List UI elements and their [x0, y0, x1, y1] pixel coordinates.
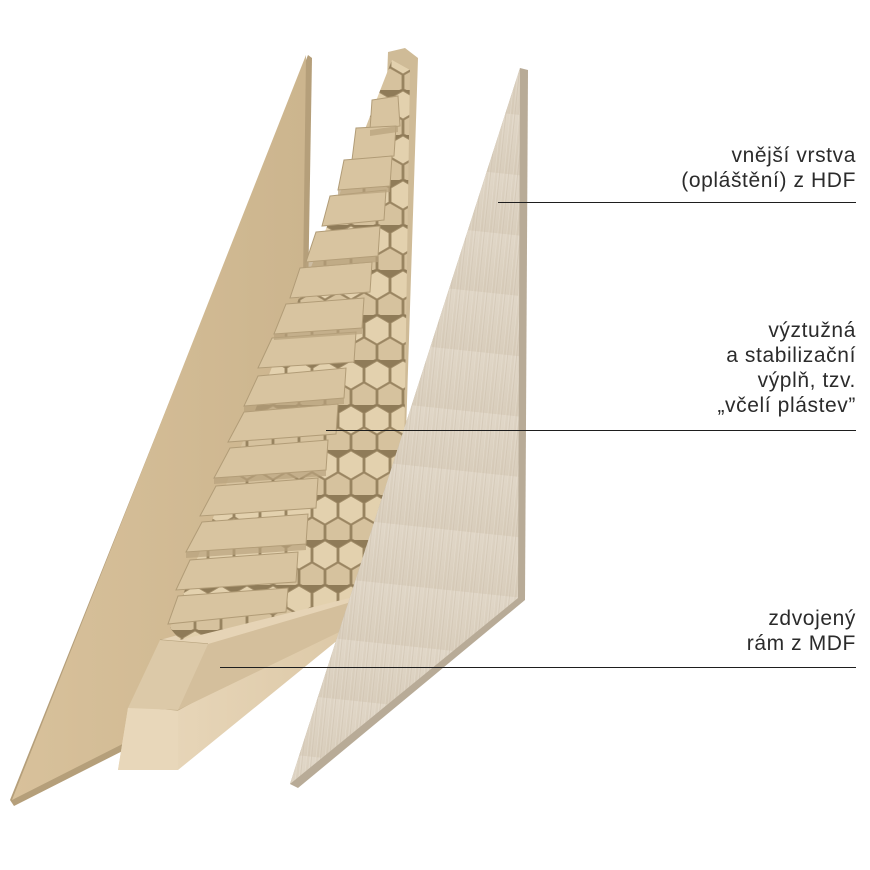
- label-double-frame-line-1: zdvojený: [768, 607, 856, 630]
- label-honeycomb-line-1: výztužná: [768, 319, 856, 342]
- leader-line-outer-layer: [498, 202, 856, 203]
- honeycomb-core: [167, 60, 410, 640]
- label-outer-layer-line-2: (opláštění) z HDF: [681, 169, 856, 192]
- label-honeycomb-line-4: „včelí plástev”: [717, 394, 856, 417]
- leader-line-honeycomb: [326, 430, 856, 431]
- honeycomb-cut-edge: [167, 95, 401, 625]
- label-outer-layer-line-1: vnější vrstva: [731, 144, 856, 167]
- label-honeycomb-line-3: výplň, tzv.: [757, 369, 856, 392]
- label-double-frame: zdvojený rám z MDF: [747, 606, 856, 656]
- honeycomb-edge-shadows: [186, 126, 398, 558]
- front-hdf-panel: [290, 68, 528, 788]
- label-honeycomb-line-2: a stabilizační: [726, 344, 856, 367]
- label-outer-layer: vnější vrstva (opláštění) z HDF: [681, 143, 856, 193]
- label-double-frame-line-2: rám z MDF: [746, 632, 856, 655]
- label-honeycomb-fill: výztužná a stabilizační výplň, tzv. „vče…: [717, 318, 856, 418]
- leader-line-double-frame: [220, 667, 856, 668]
